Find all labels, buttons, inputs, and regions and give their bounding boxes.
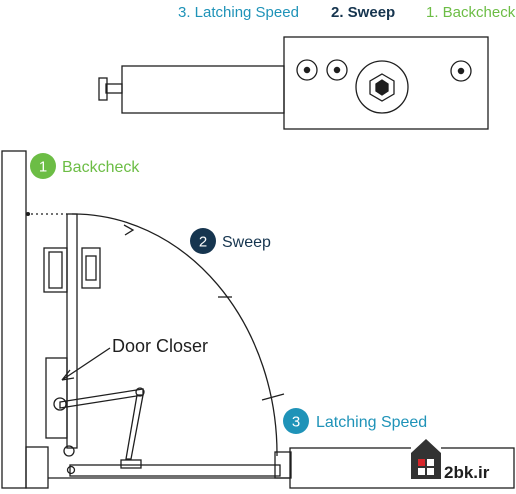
sweep-arc (71, 213, 278, 457)
closer-arm (59, 388, 144, 409)
callout-latching-text: Latching Speed (316, 414, 427, 431)
top-label-backcheck: 1. Backcheck (426, 4, 516, 21)
closer-piston-cap (98, 77, 108, 101)
hex-adjuster-icon (355, 60, 409, 114)
closer-cylinder (121, 65, 285, 114)
callout-sweep: 2 Sweep (190, 228, 271, 254)
strike-jamb (274, 451, 292, 479)
watermark-text: 2bk.ir (444, 463, 490, 482)
valve-screw-icon (326, 59, 348, 81)
callout-sweep-text: Sweep (222, 234, 271, 251)
callout-latching-speed: 3 Latching Speed (283, 408, 427, 434)
closer-body-diagram (98, 36, 489, 130)
callout-backcheck-text: Backcheck (62, 159, 140, 176)
valve-screw-icon (296, 59, 318, 81)
valve-screw-icon (450, 60, 472, 82)
logo-house-icon (411, 439, 441, 479)
hinge-jamb (25, 446, 49, 489)
top-label-latching-speed: 3. Latching Speed (178, 4, 299, 21)
callout-backcheck-number: 1 (39, 159, 47, 176)
wall (1, 150, 27, 489)
closer-on-door (45, 357, 68, 439)
door-closer-label: Door Closer (112, 336, 208, 356)
top-label-sweep: 2. Sweep (331, 4, 395, 21)
pivot (63, 445, 75, 457)
closer-piston-rod (105, 83, 123, 94)
wall-right (289, 447, 515, 489)
callout-backcheck: 1 Backcheck (30, 153, 140, 179)
door-closer-leader (61, 347, 111, 381)
door-plan-diagram (1, 150, 515, 489)
closed-door (69, 464, 281, 477)
closer-forearm (125, 394, 144, 460)
callout-sweep-number: 2 (199, 234, 207, 251)
door-leaf (66, 213, 78, 449)
callout-latching-number: 3 (292, 414, 300, 431)
